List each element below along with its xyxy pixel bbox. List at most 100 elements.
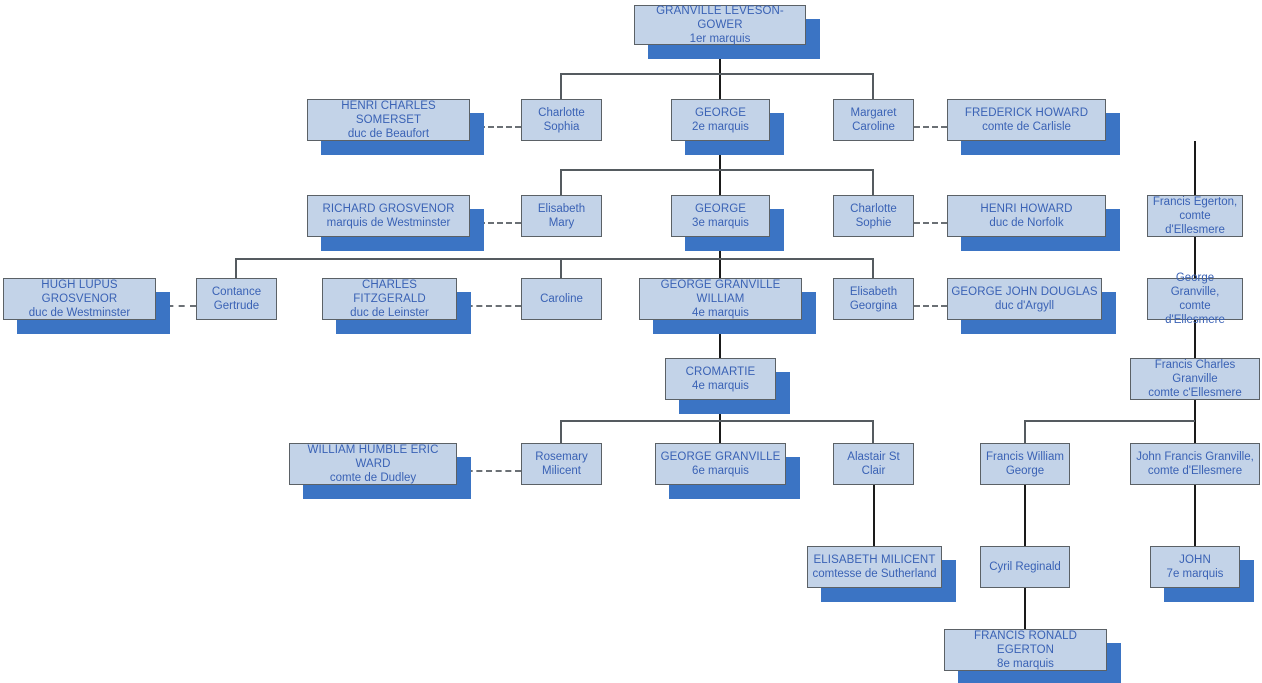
- tree-node[interactable]: HUGH LUPUS GROSVENOR duc de Westminster: [3, 278, 156, 320]
- node-subtitle: Georgina: [849, 300, 898, 312]
- node-subtitle: Gertrude: [213, 300, 260, 312]
- node-title: ELISABETH MILICENT: [813, 553, 936, 566]
- tree-node[interactable]: CHARLES FITZGERALD duc de Leinster: [322, 278, 457, 320]
- tree-node[interactable]: Elisabeth Mary: [521, 195, 602, 237]
- node-subtitle: 4e marquis: [692, 380, 749, 392]
- node-subtitle: George: [1005, 465, 1045, 477]
- node-subtitle: 6e marquis: [692, 465, 749, 477]
- node-title: Caroline: [540, 292, 583, 305]
- node-title: GEORGE JOHN DOUGLAS: [951, 285, 1098, 298]
- connector-n4-trunk: [719, 141, 721, 196]
- tree-node[interactable]: CROMARTIE 4e marquis: [665, 358, 776, 400]
- connector-gen2-bar: [561, 73, 874, 75]
- node-subtitle: comte de Carlisle: [982, 121, 1071, 133]
- node-subtitle: duc d'Argyll: [994, 300, 1055, 312]
- node-subtitle: duc de Leinster: [350, 307, 429, 320]
- node-subtitle: 2e marquis: [692, 121, 749, 133]
- node-title: WILLIAM HUMBLE ERIC WARD: [307, 443, 439, 470]
- node-subtitle: duc de Westminster: [28, 307, 131, 320]
- tree-node[interactable]: Cyril Reginald: [980, 546, 1070, 588]
- marriage-link: [914, 222, 947, 224]
- node-title: GEORGE GRANVILLE: [660, 450, 781, 463]
- connector-gen4-drop-contance: [235, 258, 237, 279]
- connector-n28-trunk: [1194, 485, 1196, 547]
- tree-node[interactable]: Francis Egerton,comte d'Ellesmere: [1147, 195, 1243, 237]
- node-subtitle: comte d'Ellesmere: [1165, 210, 1225, 237]
- tree-node[interactable]: GEORGE GRANVILLE 6e marquis: [655, 443, 786, 485]
- node-subtitle: Milicent: [542, 465, 581, 477]
- node-title: Margaret: [850, 106, 897, 119]
- node-subtitle: Sophia: [543, 121, 580, 133]
- node-title: Elisabeth: [849, 285, 898, 298]
- tree-node[interactable]: GEORGE GRANVILLE WILLIAM 4e marquis: [639, 278, 802, 320]
- connector-gen3-bar: [561, 169, 874, 171]
- tree-node[interactable]: Caroline: [521, 278, 602, 320]
- node-subtitle: comte de Dudley: [329, 472, 417, 485]
- node-subtitle: comtesse de Sutherland: [812, 568, 937, 580]
- connector-drop-francis-william: [1024, 420, 1026, 444]
- node-title: GEORGE: [694, 202, 747, 215]
- node-subtitle: comte d'Ellesmere: [1147, 465, 1243, 477]
- connector-gen3-left-drop: [560, 169, 562, 196]
- node-subtitle: 4e marquis: [692, 307, 749, 320]
- node-title: Alastair St Clair: [847, 450, 900, 477]
- tree-node[interactable]: GEORGE JOHN DOUGLAS duc d'Argyll: [947, 278, 1102, 320]
- connector-gen2-right-drop: [872, 73, 874, 100]
- node-title: Charlotte: [850, 202, 897, 215]
- node-title: GRANVILLE LEVESON-GOWER: [656, 4, 784, 31]
- marriage-link: [156, 305, 196, 307]
- tree-node[interactable]: ELISABETH MILICENT comtesse de Sutherland: [807, 546, 942, 588]
- connector-gen6-right-drop: [872, 420, 874, 444]
- tree-node[interactable]: George Granville,comte d'Ellesmere: [1147, 272, 1243, 326]
- connector-gen6-bar: [561, 420, 874, 422]
- connector-gen6-left-drop: [560, 420, 562, 444]
- tree-node[interactable]: John Francis Granville, comte d'Ellesmere: [1130, 443, 1260, 485]
- node-title: HENRI CHARLES SOMERSET: [341, 99, 436, 126]
- node-title: GEORGE GRANVILLE WILLIAM: [660, 278, 781, 305]
- connector-gen2-left-drop: [560, 73, 562, 100]
- node-title: Elisabeth Mary: [537, 202, 586, 229]
- node-title: CHARLES FITZGERALD: [353, 278, 426, 305]
- marriage-link: [457, 470, 521, 472]
- connector-gen3-right-drop: [872, 169, 874, 196]
- marriage-link: [914, 305, 947, 307]
- node-subtitle: Sophie: [855, 217, 892, 229]
- connector-egerton-3: [1194, 320, 1196, 359]
- node-title: Francis Charles Granville: [1154, 358, 1236, 385]
- node-title: CROMARTIE: [685, 365, 756, 378]
- node-title: HENRI HOWARD: [980, 202, 1073, 215]
- node-subtitle: 8e marquis: [997, 658, 1054, 671]
- tree-node[interactable]: Alastair St Clair: [833, 443, 914, 485]
- connector-egerton-1: [1194, 141, 1196, 196]
- connector-egerton-children-bar: [1025, 420, 1195, 422]
- tree-node[interactable]: WILLIAM HUMBLE ERIC WARD comte de Dudley: [289, 443, 457, 485]
- node-subtitle: 1er marquis: [689, 33, 751, 46]
- node-subtitle: 7e marquis: [1166, 568, 1224, 580]
- connector-n30-trunk: [1024, 588, 1026, 630]
- node-title: John Francis Granville,: [1136, 450, 1254, 463]
- node-title: Francis William: [986, 450, 1064, 463]
- marriage-link: [457, 305, 521, 307]
- node-title: HUGH LUPUS GROSVENOR: [41, 278, 118, 305]
- node-title: Charlotte: [538, 106, 585, 119]
- connector-egerton-2: [1194, 237, 1196, 279]
- node-title: Contance: [211, 285, 262, 298]
- tree-node[interactable]: GRANVILLE LEVESON-GOWER 1er marquis: [634, 5, 806, 45]
